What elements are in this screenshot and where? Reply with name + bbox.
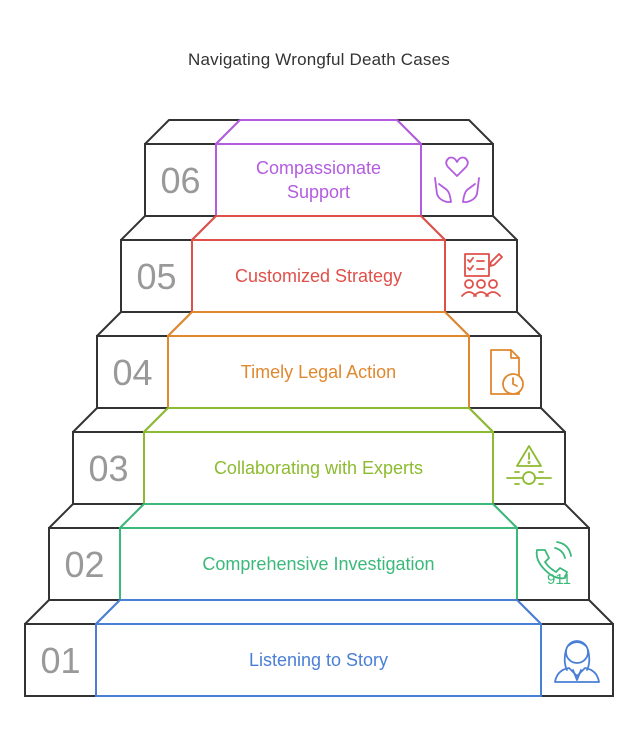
step-number: 04 [112, 352, 152, 393]
judge-icon [554, 640, 600, 683]
step-label: Compassionate [256, 158, 381, 178]
center-riser [143, 431, 494, 505]
fold [510, 349, 520, 359]
diagram-title: Navigating Wrongful Death Cases [188, 50, 450, 69]
center-tread [119, 503, 518, 529]
step-label: Support [287, 182, 350, 202]
clock-hands [512, 377, 518, 387]
checks [467, 257, 474, 271]
signal [554, 541, 572, 559]
left-riser [144, 143, 217, 217]
left-riser [48, 527, 121, 601]
center-tread [167, 311, 470, 337]
left-riser [72, 431, 145, 505]
step-label: Listening to Story [249, 650, 388, 670]
step-number: 05 [136, 256, 176, 297]
team-checklist-icon [461, 253, 503, 297]
person-3 [488, 279, 498, 289]
center-riser [191, 239, 446, 313]
step-number: 03 [88, 448, 128, 489]
center-tread [95, 599, 542, 625]
warning-dot [527, 461, 531, 465]
step-03: 03 Collaborating with Experts [72, 407, 566, 505]
person-1 [464, 279, 474, 289]
step-label: Comprehensive Investigation [202, 554, 434, 574]
phone [535, 549, 568, 580]
clipboard [464, 253, 490, 277]
center-riser [95, 623, 542, 697]
ticks [514, 471, 544, 485]
center-tread [191, 215, 446, 241]
step-number: 06 [160, 160, 200, 201]
pencil [489, 253, 503, 267]
center-riser [167, 335, 470, 409]
right-riser [468, 335, 542, 409]
left-hand [434, 177, 452, 203]
document-clock-icon [490, 349, 524, 395]
right-hand [462, 177, 480, 203]
lines [476, 260, 485, 270]
step-04: 04 Timely Legal Action [96, 311, 542, 409]
right-riser [516, 527, 590, 601]
center-tread [215, 119, 422, 145]
step-number: 01 [40, 640, 80, 681]
icon-text: 911 [547, 571, 571, 588]
heart-hands-icon [434, 156, 480, 203]
center-riser [119, 527, 518, 601]
right-riser [420, 143, 494, 217]
step-number: 02 [64, 544, 104, 585]
warning-triangle [516, 445, 542, 467]
step-02: 02 Comprehensive Investigation 911 [48, 503, 590, 601]
left-riser [24, 623, 97, 697]
person-2 [476, 279, 486, 289]
center-riser [215, 143, 422, 217]
heart [445, 156, 469, 177]
left-riser [96, 335, 169, 409]
warning-connection-icon [506, 445, 552, 485]
collar [572, 669, 582, 681]
step-05: 05 Customized Strategy [120, 215, 518, 313]
step-label: Customized Strategy [235, 266, 402, 286]
right-riser [492, 431, 566, 505]
hair [567, 641, 587, 647]
step-label: Collaborating with Experts [214, 458, 423, 478]
step-label: Timely Legal Action [241, 362, 396, 382]
bodies [461, 291, 501, 297]
phone-911-icon: 911 [535, 541, 572, 588]
step-01: 01 Listening to Story [24, 599, 614, 697]
right-riser [540, 623, 614, 697]
center-tread [143, 407, 494, 433]
